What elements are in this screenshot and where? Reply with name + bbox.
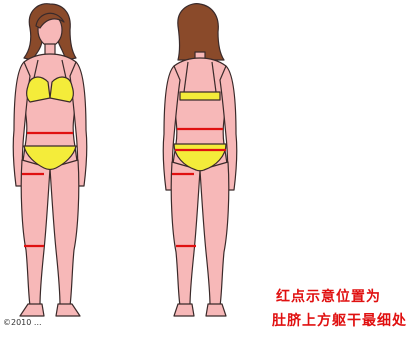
front-bikini-top <box>26 76 74 103</box>
front-bikini-strap-right <box>61 59 67 79</box>
front-figure <box>12 3 88 317</box>
watermark: ©2010 ... <box>3 318 42 327</box>
back-left-foot <box>173 303 195 317</box>
caption-line-1: 红点示意位置为 <box>276 289 381 305</box>
front-bikini-bottom <box>23 145 77 171</box>
back-left-leg <box>170 161 201 307</box>
measurement-markers <box>22 127 226 248</box>
front-hair-bangs <box>35 12 65 29</box>
back-figure <box>162 3 238 317</box>
back-right-leg <box>199 161 230 307</box>
back-left-arm <box>162 65 181 191</box>
front-right-foot <box>55 303 81 317</box>
front-right-arm <box>69 61 88 187</box>
back-hair <box>177 3 225 61</box>
front-right-leg <box>49 159 80 307</box>
back-right-foot <box>205 303 227 317</box>
back-bikini-strap <box>179 91 221 101</box>
back-bikini-strap-right <box>211 61 217 93</box>
front-left-leg <box>20 159 51 307</box>
front-bikini-strap-left <box>33 59 39 79</box>
front-left-arm <box>12 61 31 187</box>
front-left-foot <box>19 303 45 317</box>
caption-line-2: 肚脐上方躯干最细处 <box>272 313 406 329</box>
back-right-arm <box>219 65 238 191</box>
back-bikini-strap-left <box>183 61 189 93</box>
